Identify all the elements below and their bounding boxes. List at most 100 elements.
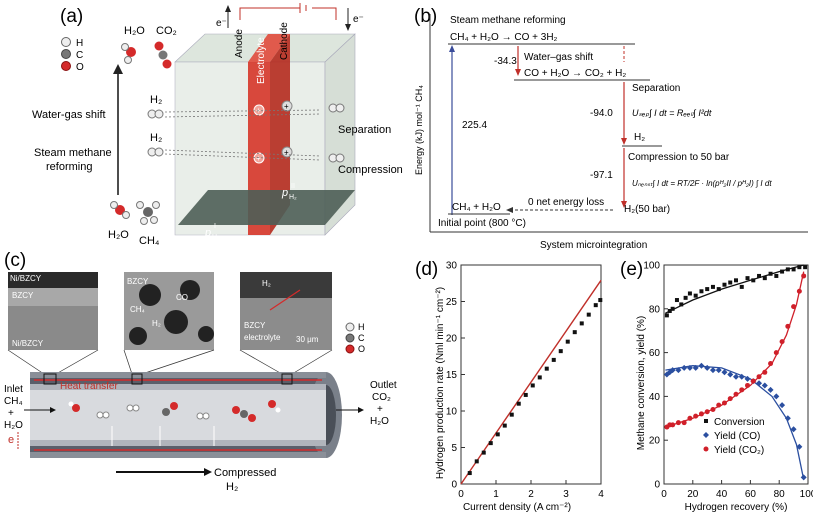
bottom-molecules-icon: [110, 201, 160, 225]
h2-flow-lines: [164, 109, 321, 161]
data-point: [751, 278, 756, 283]
data-point: [558, 349, 563, 354]
data-point: [572, 330, 577, 335]
b-h2: H₂: [634, 132, 645, 143]
data-point: [699, 289, 704, 294]
compressed-label: Compressed: [214, 467, 276, 479]
data-point: [710, 284, 715, 289]
data-point: [481, 450, 486, 455]
b-eq-comp: Uₙₑₙₛₜ∫ I dt = RT/2F · ln(pᴴ₂II / pᴴ₂I) …: [632, 179, 772, 188]
data-point: [773, 393, 780, 400]
data-point: [551, 357, 556, 362]
species-h2o-bottom: H₂O: [108, 229, 129, 241]
panel-d-label: (d): [415, 259, 438, 280]
outlet-h2o: H₂O: [370, 416, 389, 427]
data-point: [715, 367, 722, 374]
data-point: [530, 383, 535, 388]
data-point: [663, 371, 670, 378]
data-point: [791, 304, 797, 310]
svg-text:H₂: H₂: [289, 194, 297, 201]
e-ylabel: Methane conversion, yield (%): [636, 316, 647, 451]
data-point: [791, 267, 796, 272]
legend-marker: [704, 419, 708, 423]
data-point: [698, 362, 705, 369]
h2-out-molecule-icon: [328, 103, 345, 163]
c-atom-legend: H C O: [345, 322, 365, 354]
data-point: [727, 396, 733, 402]
svg-text:O: O: [358, 344, 365, 354]
data-point: [767, 386, 774, 393]
b-ylabel: Energy (kJ) mol⁻¹ CH₄: [414, 85, 424, 175]
y-tick-label: 20: [649, 436, 661, 447]
data-point: [681, 420, 687, 426]
b-val-wgs: -34.3: [494, 56, 517, 67]
data-point: [734, 278, 738, 283]
b-reaction1: CH₄ + H₂O → CO + 3H₂: [450, 32, 558, 43]
data-point: [796, 288, 802, 294]
data-point: [674, 298, 679, 303]
data-point: [779, 339, 785, 345]
data-point: [739, 284, 744, 289]
data-point: [773, 350, 779, 356]
y-tick-label: 10: [446, 407, 458, 418]
label-heat-transfer: Heat transfer: [60, 381, 118, 392]
data-point: [593, 303, 598, 308]
label-compression: Compression: [338, 164, 403, 176]
svg-text:p: p: [281, 187, 288, 199]
y-tick-label: 30: [446, 261, 458, 272]
svg-text:BZCY: BZCY: [12, 291, 34, 300]
data-point: [761, 382, 768, 389]
label-anode: Anode: [234, 29, 245, 58]
panel-b: (b) Energy (kJ) mol⁻¹ CH₄ System microin…: [414, 6, 808, 251]
data-point: [762, 369, 768, 375]
svg-text:H₂: H₂: [262, 279, 271, 288]
data-point: [733, 373, 739, 380]
species-co2-top: CO₂: [156, 25, 177, 37]
x-tick-label: 0: [458, 489, 464, 500]
data-point: [745, 382, 751, 388]
data-point: [716, 287, 721, 292]
b-wgs-title: Water–gas shift: [524, 52, 593, 63]
y-tick-label: 100: [643, 261, 660, 272]
svg-text:BZCY: BZCY: [127, 277, 149, 286]
data-point: [670, 306, 675, 311]
x-tick-label: 2: [528, 489, 534, 500]
data-point: [474, 459, 479, 464]
data-point: [709, 367, 716, 374]
compressed-h2: H₂: [226, 481, 238, 493]
x-tick-label: 1: [493, 489, 499, 500]
svg-text:BZCY: BZCY: [244, 321, 266, 330]
label-steam-methane: Steam methane: [34, 147, 112, 159]
legend-label: Yield (CO): [714, 431, 760, 442]
data-point: [598, 298, 603, 303]
e-xlabel: Hydrogen recovery (%): [685, 502, 788, 513]
legend-label: Conversion: [714, 417, 765, 428]
tubular-reactor: [30, 372, 342, 458]
pressure-right: p H₂ II: [281, 183, 297, 201]
svg-text:Ni/BZCY: Ni/BZCY: [12, 339, 44, 348]
data-point: [803, 265, 808, 270]
legend-marker: [703, 446, 709, 452]
x-tick-label: 40: [716, 489, 728, 500]
svg-text:H₂: H₂: [152, 319, 161, 328]
x-tick-label: 0: [661, 489, 667, 500]
data-point: [509, 412, 514, 417]
svg-text:I: I: [214, 223, 216, 230]
inlet-h2o: H₂O: [4, 420, 23, 431]
data-point: [687, 291, 692, 296]
panel-a: (a) H C O H₂O CO₂ Water-gas shift Steam …: [32, 3, 403, 247]
b-reaction2: CO + H₂O → CO₂ + H₂: [524, 68, 626, 79]
pressure-left: p H₂ I: [204, 223, 220, 241]
b-end: H₂(50 bar): [624, 204, 670, 215]
data-point: [692, 364, 699, 371]
b-title: Steam methane reforming: [450, 15, 566, 26]
data-point: [744, 375, 751, 382]
svg-text:CO: CO: [176, 293, 188, 302]
b-start: CH₄ + H₂O: [452, 202, 501, 213]
species-h2o-top: H₂O: [124, 25, 145, 37]
external-circuit: [239, 3, 337, 20]
data-point: [586, 312, 591, 317]
legend-o: O: [76, 62, 84, 73]
y-tick-label: 20: [446, 334, 458, 345]
data-point: [774, 273, 779, 278]
